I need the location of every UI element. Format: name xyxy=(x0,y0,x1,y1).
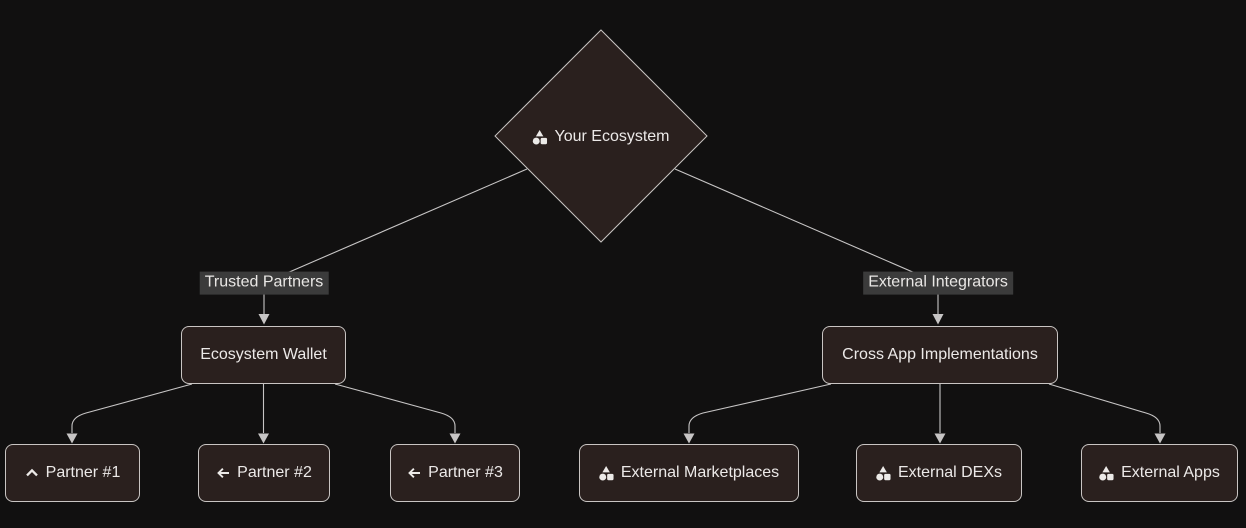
shapes-icon xyxy=(1099,465,1114,481)
arrow-left-icon xyxy=(216,466,230,480)
node-partner-1: Partner #1 xyxy=(5,444,140,502)
node-label: External Marketplaces xyxy=(620,464,780,481)
node-ecosystem-wallet: Ecosystem Wallet xyxy=(181,326,346,384)
edge-line xyxy=(688,383,832,433)
node-external-marketplaces: External Marketplaces xyxy=(579,444,799,502)
node-label: Partner #1 xyxy=(45,464,121,481)
arrowhead xyxy=(258,314,270,325)
edge-label-text: Trusted Partners xyxy=(204,273,324,291)
node-cross-app-implementations: Cross App Implementations xyxy=(822,326,1058,384)
node-external-apps: External Apps xyxy=(1081,444,1238,502)
arrowhead xyxy=(449,433,461,444)
chevron-up-icon xyxy=(25,466,39,480)
shapes-icon xyxy=(532,129,548,145)
node-label: Your Ecosystem xyxy=(554,128,670,145)
edge-line xyxy=(334,383,456,433)
edge-label-trusted-partners: Trusted Partners xyxy=(199,271,329,295)
node-your-ecosystem: Your Ecosystem xyxy=(532,128,670,146)
shapes-icon xyxy=(599,465,614,481)
node-label: External Apps xyxy=(1121,464,1220,481)
node-partner-2: Partner #2 xyxy=(198,444,330,502)
node-label: External DEXs xyxy=(897,464,1003,481)
node-external-dexs: External DEXs xyxy=(856,444,1022,502)
arrowhead xyxy=(683,433,695,444)
node-label: Partner #2 xyxy=(237,464,312,481)
arrow-left-icon xyxy=(407,466,421,480)
node-label: Ecosystem Wallet xyxy=(200,346,327,363)
arrowhead xyxy=(934,433,946,444)
arrowhead xyxy=(932,314,944,325)
node-partner-3: Partner #3 xyxy=(390,444,520,502)
arrowhead xyxy=(66,433,78,444)
arrowhead xyxy=(1154,433,1166,444)
shapes-icon xyxy=(876,465,891,481)
edge-line xyxy=(71,383,193,433)
edge-line xyxy=(1048,383,1161,433)
edge-label-text: External Integrators xyxy=(868,273,1008,291)
arrowhead xyxy=(258,433,269,444)
edge-label-external-integrators: External Integrators xyxy=(863,271,1013,295)
diamond-shape xyxy=(494,29,708,243)
node-label: Cross App Implementations xyxy=(842,346,1038,363)
node-label: Partner #3 xyxy=(428,464,503,481)
